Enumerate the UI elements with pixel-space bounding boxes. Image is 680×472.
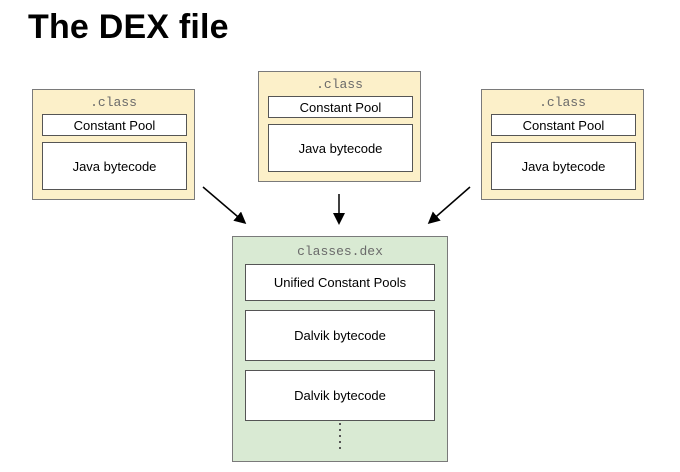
page-title: The DEX file: [28, 8, 229, 46]
unified-constant-pools: Unified Constant Pools: [245, 264, 435, 301]
dex-file: classes.dex Unified Constant Pools Dalvi…: [232, 236, 448, 462]
dalvik-bytecode: Dalvik bytecode: [245, 310, 435, 361]
java-bytecode: Java bytecode: [491, 142, 636, 190]
constant-pool: Constant Pool: [491, 114, 636, 136]
class-file-label: .class: [90, 95, 137, 110]
class-file-right: .class Constant Pool Java bytecode: [481, 89, 644, 200]
constant-pool: Constant Pool: [268, 96, 413, 118]
arrow-left-to-dex: [202, 186, 247, 224]
java-bytecode: Java bytecode: [42, 142, 187, 190]
dalvik-bytecode: Dalvik bytecode: [245, 370, 435, 421]
constant-pool: Constant Pool: [42, 114, 187, 136]
class-file-left: .class Constant Pool Java bytecode: [32, 89, 195, 200]
class-file-label: .class: [316, 77, 363, 92]
java-bytecode: Java bytecode: [268, 124, 413, 172]
arrow-right-to-dex: [427, 186, 471, 224]
ellipsis-dots: [338, 423, 342, 453]
dex-file-label: classes.dex: [297, 244, 383, 259]
class-file-middle: .class Constant Pool Java bytecode: [258, 71, 421, 182]
class-file-label: .class: [539, 95, 586, 110]
